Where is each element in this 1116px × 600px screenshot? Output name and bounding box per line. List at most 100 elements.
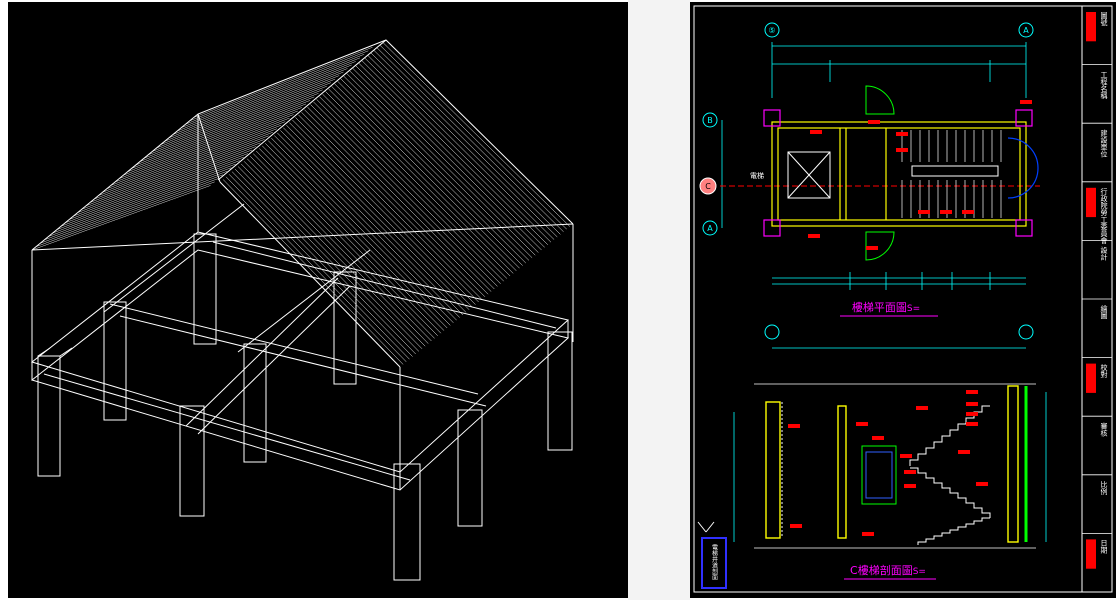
- roof-hatch-line: [156, 78, 336, 149]
- beam-line: [109, 303, 479, 395]
- roof-hatch-line: [358, 63, 545, 248]
- column: [547, 331, 573, 451]
- column: [243, 343, 267, 463]
- walls: [771, 121, 1027, 227]
- annotation-tag: [856, 422, 868, 426]
- ucs-icon: [697, 521, 707, 533]
- roof-hatch-line: [331, 86, 517, 271]
- roof-hatch-line: [379, 44, 567, 230]
- axis-bubble: [764, 324, 780, 340]
- door-opening: [861, 445, 897, 505]
- roof-hatch-line: [298, 114, 482, 300]
- annotation-tag: [962, 210, 974, 214]
- roof-hatch-line: [90, 135, 269, 203]
- roof-hatch-line: [301, 112, 486, 297]
- beam-line: [197, 285, 351, 435]
- canvas-divider: [628, 0, 690, 600]
- roof-hatch-line: [237, 166, 420, 352]
- title-block-text: 工程名稱: [1100, 71, 1108, 100]
- door-panel: [865, 451, 893, 499]
- roof-hatch-line: [81, 142, 261, 210]
- annotation-tag: [940, 210, 952, 214]
- roof-hatch-line: [262, 145, 445, 331]
- roof-hatch-line: [304, 109, 489, 295]
- roof-hatch-line: [60, 160, 240, 227]
- annotation-tag: [866, 246, 878, 250]
- room-label: 電梯: [750, 171, 764, 180]
- roof-hatch-line: [268, 140, 451, 326]
- axis-bubble: [702, 112, 718, 128]
- title-block-text: 日期: [1100, 539, 1108, 554]
- roof-hatch-line: [152, 82, 332, 152]
- section-marker: [699, 177, 717, 195]
- roof-hatch-line: [228, 174, 410, 360]
- roof-hatch-line: [265, 143, 448, 329]
- cad-drawing-sheet[interactable]: ⑤ A B A: [690, 2, 1116, 598]
- title-block-red-stamp: [1086, 187, 1096, 218]
- title-block-text: 行政院勞工委員會: [1100, 187, 1108, 245]
- roof-hatch-line: [271, 137, 454, 323]
- roof-hatch-line: [222, 179, 404, 365]
- roof-hatch-line: [367, 55, 555, 240]
- roof-ridge-outline: [31, 39, 574, 251]
- roof-hatch-line: [316, 99, 501, 284]
- annotation-tag: [958, 450, 970, 454]
- section-title: C樓梯剖面圖S=: [850, 563, 926, 577]
- roof-hatch-line: [69, 153, 249, 220]
- title-block-red-stamp: [1086, 363, 1096, 393]
- roof-valley-line: [219, 181, 401, 368]
- axis-bubble: [1018, 22, 1034, 38]
- roof-eave-line: [31, 223, 574, 251]
- floor-slab-top: [30, 231, 570, 473]
- roof-hatch-line: [373, 50, 561, 235]
- title-block-red-stamp: [1086, 539, 1096, 569]
- roof-gable-line: [217, 39, 387, 181]
- section-marker-label: C: [705, 182, 711, 191]
- roof-hatch-line: [31, 185, 211, 251]
- roof-hatch-line: [164, 71, 344, 142]
- ucs-icon: [705, 521, 715, 533]
- annotation-tag: [790, 524, 802, 528]
- annotation-tag: [966, 402, 978, 406]
- stair-plan: ⑤ A B A: [699, 22, 1040, 317]
- beam-line: [237, 249, 371, 353]
- annotation-tag: [868, 120, 880, 124]
- model-viewport-3d[interactable]: [8, 2, 628, 598]
- roof-hatch-line: [127, 103, 307, 173]
- roof-hatch-line: [361, 60, 549, 245]
- annotation-tag: [1020, 100, 1032, 104]
- roof-hatch-line: [319, 96, 504, 282]
- roof-hatch-line: [65, 156, 244, 224]
- roof-hatch-line: [106, 121, 286, 190]
- annotation-tag: [788, 424, 800, 428]
- beam-line: [119, 315, 487, 407]
- roof-hatch-line: [352, 68, 539, 253]
- stair-treads: [901, 130, 1002, 218]
- roof-hatch-line: [177, 61, 356, 132]
- roof-hatch-line: [181, 57, 361, 128]
- roof-hatch-line: [73, 149, 253, 217]
- title-block-text: 審核: [1100, 421, 1108, 437]
- roof-hatch-line: [307, 106, 492, 292]
- dimension-lines: [771, 42, 1027, 290]
- column: [193, 233, 217, 345]
- roof-hatch-line: [110, 117, 290, 186]
- column: [37, 347, 73, 477]
- roof-hatch-line: [376, 47, 564, 232]
- roof-hatch-line: [286, 125, 470, 310]
- roof-hatch-line: [98, 128, 278, 196]
- roof-hatch-line: [148, 85, 327, 156]
- roof-hatch-line: [322, 94, 508, 279]
- title-block-text: 設計: [1100, 246, 1108, 262]
- curved-wall: [1007, 137, 1039, 199]
- column: [333, 271, 357, 385]
- roof-hatch-line: [313, 101, 498, 287]
- level-lines: [733, 392, 1047, 542]
- roof-hatch-line: [40, 178, 219, 244]
- roof-hatch-line: [295, 117, 479, 303]
- annotation-tag: [896, 132, 908, 136]
- roof-hatch-line: [77, 146, 257, 213]
- roof-hatch-line: [328, 88, 514, 274]
- title-block-text: 建設單位: [1100, 128, 1108, 157]
